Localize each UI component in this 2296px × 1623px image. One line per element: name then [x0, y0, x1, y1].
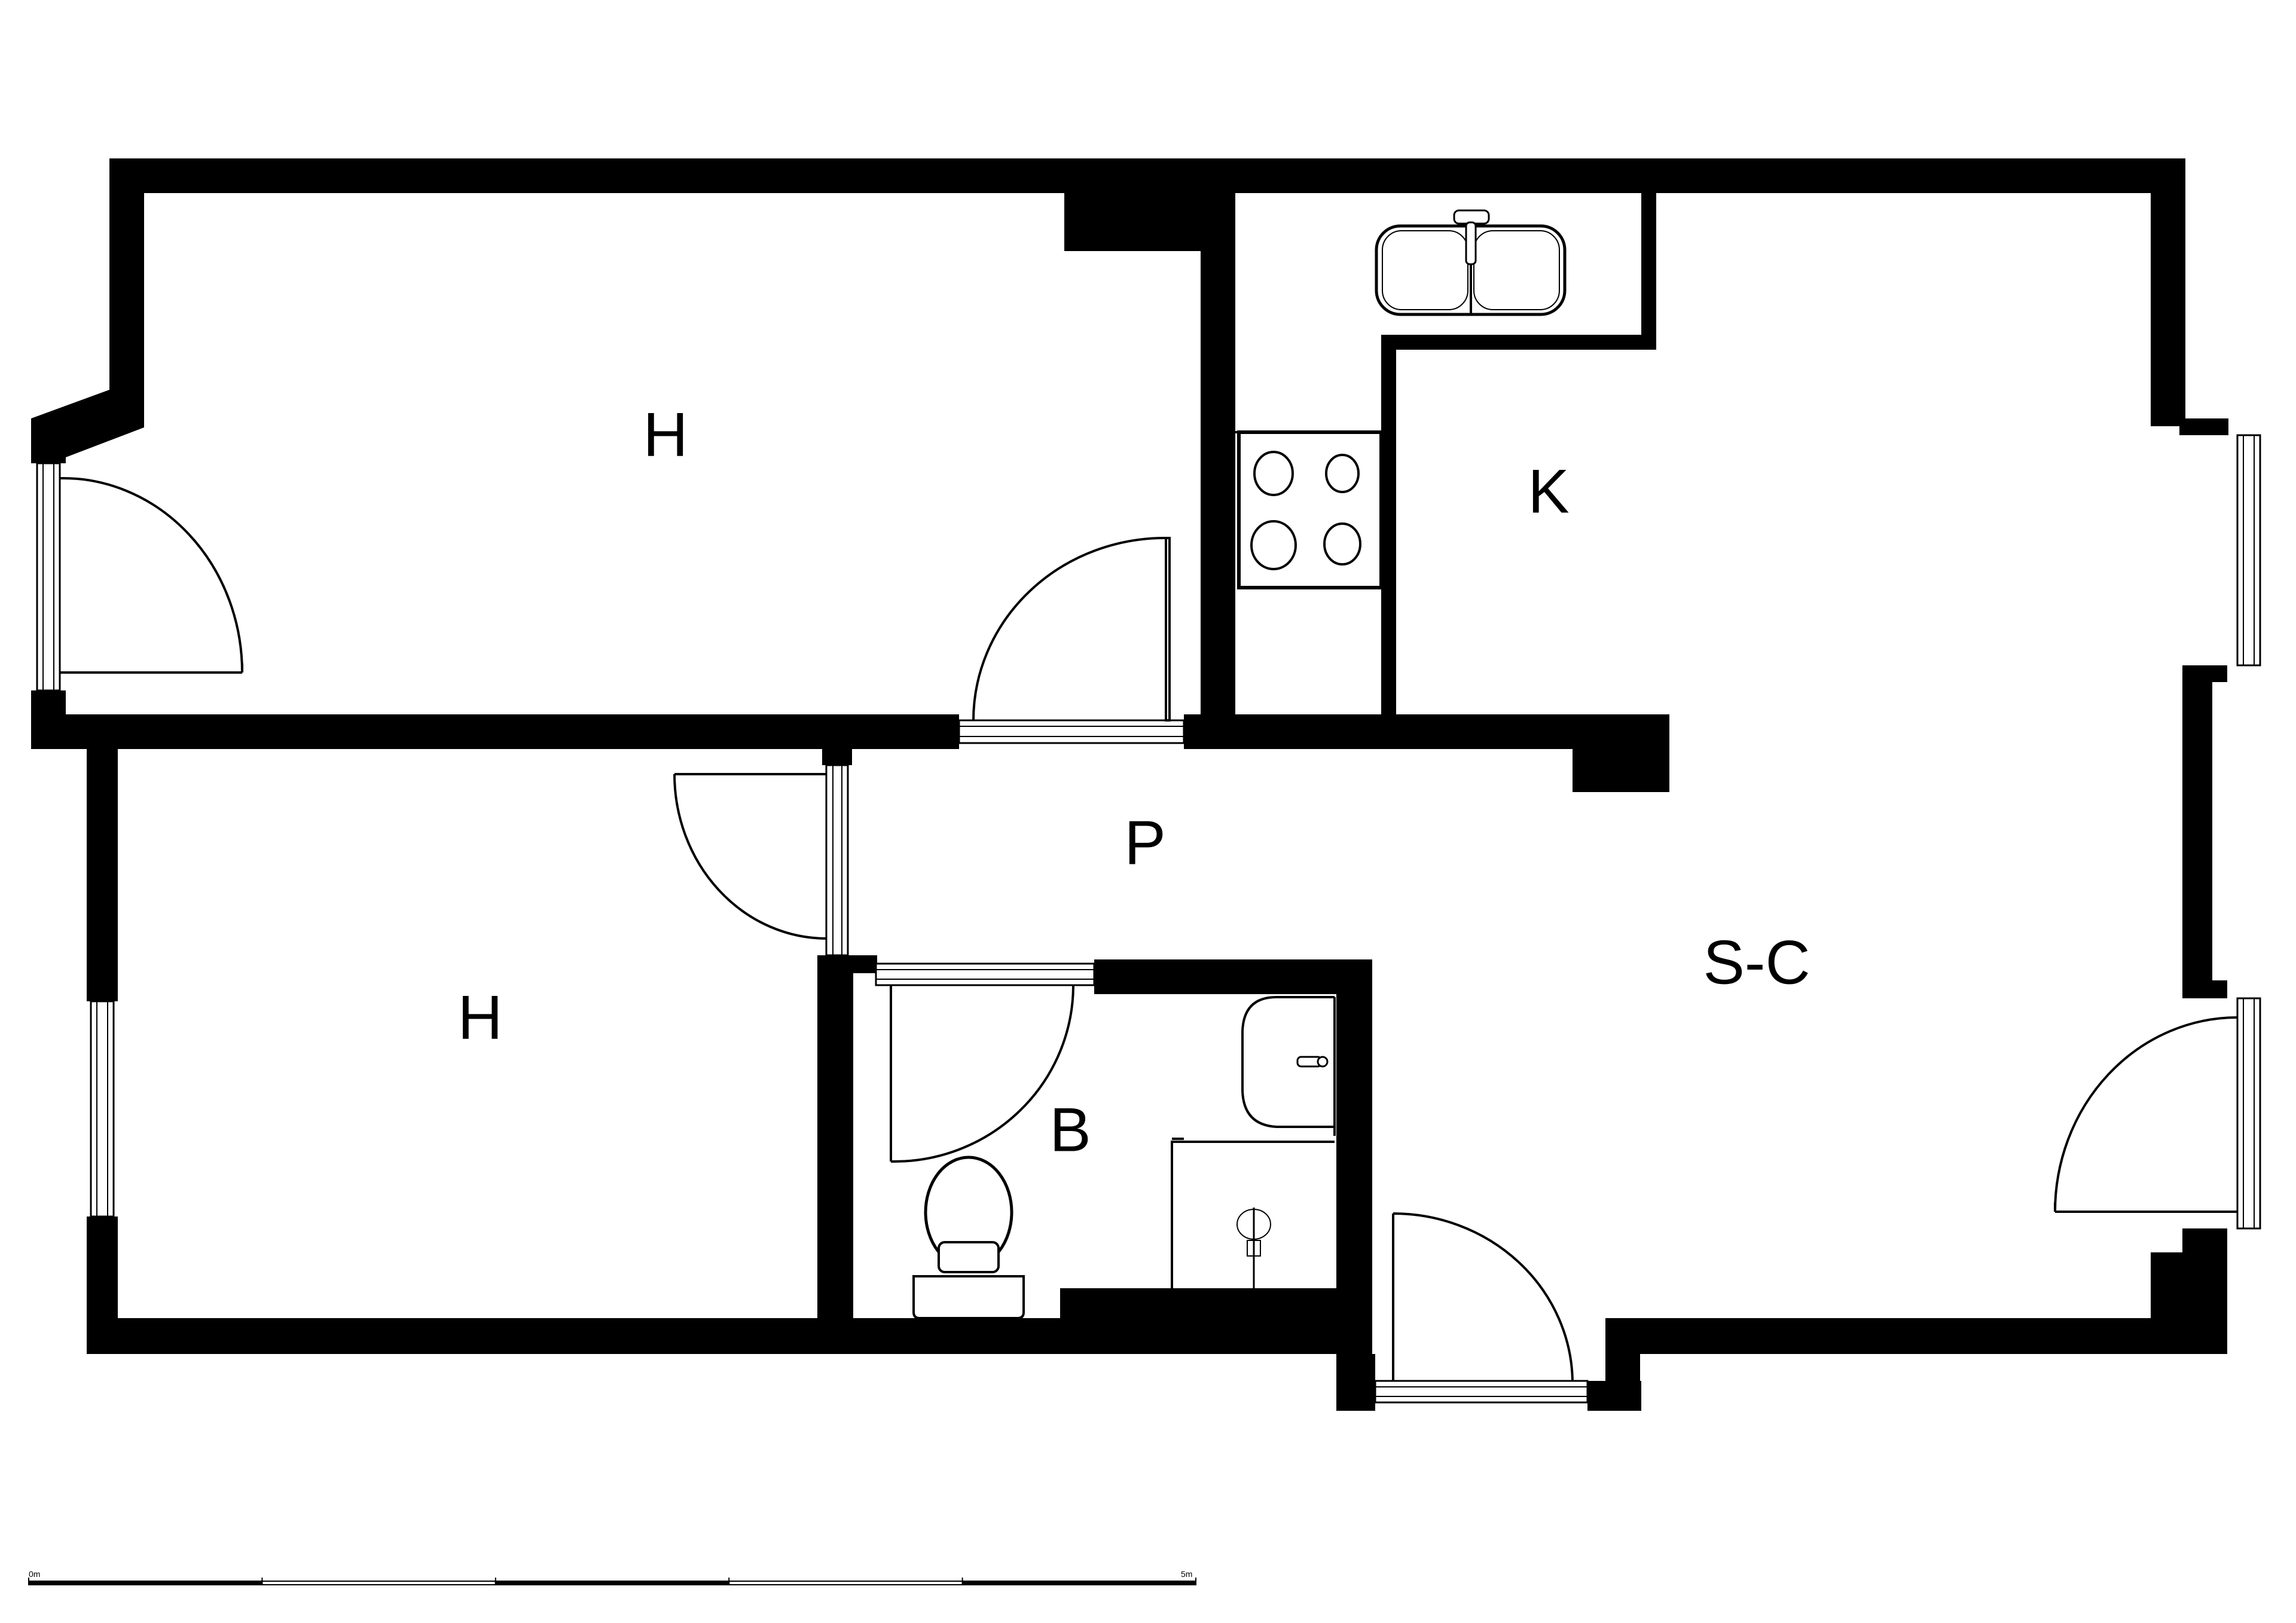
burner-4-icon — [1323, 522, 1361, 566]
door-bedroom-1-swing — [59, 476, 243, 673]
toilet-seat-base — [938, 1241, 1000, 1273]
room-label-kitchen: K — [1528, 457, 1569, 526]
wall-bath-left-jamb — [817, 955, 877, 973]
shower-tray-icon — [1171, 1141, 1335, 1288]
wall-right-pier-jamb — [2182, 980, 2227, 998]
wall-middle-left — [31, 714, 959, 749]
door-bathroom-threshold — [875, 962, 1095, 986]
door-bedroom-1-inner-leaf — [1165, 537, 1171, 722]
window-bedroom-2 — [90, 1000, 115, 1218]
window-bedroom-1 — [36, 462, 61, 692]
door-bedroom-2-jamb — [825, 764, 849, 956]
wall-left-jamb-top — [31, 418, 66, 463]
toilet-tank-icon — [912, 1275, 1025, 1319]
room-labels: H H K P B S-C — [457, 400, 1810, 1164]
wall-kitchen-top-end — [1641, 190, 1656, 350]
room-label-living-dining: S-C — [1703, 928, 1810, 997]
windows — [36, 434, 2261, 1230]
wall-kitchen-top-partition — [1381, 335, 1656, 350]
room-label-bedroom-1: H — [643, 400, 688, 469]
cooktop — [1237, 430, 1383, 589]
wall-left-jamb-bottom — [31, 690, 66, 749]
wall-bath-top — [1094, 959, 1372, 994]
burner-3-icon — [1250, 520, 1297, 570]
wall-bottom-left — [87, 1318, 1372, 1354]
scale-end-label: 5m — [1181, 1569, 1192, 1579]
burner-1-icon — [1253, 451, 1294, 496]
wall-hall-jamb — [822, 747, 852, 765]
wall-bottom-right — [1605, 1318, 2227, 1354]
wall-middle-pier — [1573, 714, 1669, 792]
room-label-bedroom-2: H — [457, 983, 502, 1052]
faucet-spout — [1465, 221, 1477, 265]
window-living-lower — [2236, 997, 2261, 1230]
wall-middle-right — [1184, 714, 1620, 749]
wall-door-jamb-right — [1184, 714, 1235, 749]
wall-right-upper — [2151, 158, 2185, 426]
door-entrance-threshold — [1374, 1380, 1589, 1404]
scale-start-label: 0m — [29, 1569, 40, 1579]
scale-segment — [28, 1581, 263, 1585]
wall-bath-bottom-step — [1060, 1288, 1371, 1318]
sink-inner-right — [1473, 230, 1560, 310]
wall-right-pier-inner — [2182, 677, 2185, 982]
room-label-hallway: P — [1124, 808, 1165, 878]
wall-right-pier — [2182, 665, 2212, 982]
window-living-upper — [2236, 434, 2261, 667]
door-bathroom-swing — [890, 985, 1074, 1163]
wall-bottom-right-jamb-2 — [1587, 1381, 1641, 1411]
wall-left-lower-upper — [87, 747, 118, 1001]
wall-bath-left — [817, 955, 853, 1354]
wall-right-upper-jamb — [2179, 418, 2228, 435]
wall-bedroom-kitchen — [1201, 158, 1235, 749]
washbasin-icon — [1241, 996, 1335, 1128]
door-bedroom-1-threshold — [958, 719, 1185, 744]
wall-kitchen-partition — [1381, 335, 1396, 717]
scale-segment — [728, 1581, 963, 1585]
door-entrance-swing — [1393, 1212, 1574, 1381]
sink-inner-left — [1382, 230, 1468, 310]
room-label-bathroom: B — [1049, 1095, 1091, 1164]
scale-segment — [261, 1581, 496, 1585]
walls — [31, 158, 2228, 1411]
wall-bedroom-corner-pier — [1064, 158, 1235, 251]
kitchen-fixtures — [1235, 209, 1567, 589]
burner-2-icon — [1325, 454, 1360, 493]
scale-segment — [961, 1581, 1196, 1585]
scale-segments — [28, 1578, 1196, 1585]
doors — [59, 476, 2238, 1404]
scale-bar: 0m 5m — [28, 1569, 1196, 1585]
door-bedroom-2-swing — [673, 774, 827, 940]
washbasin-drain — [1317, 1056, 1329, 1068]
door-living-swing — [2054, 1016, 2238, 1212]
bathroom-fixtures — [912, 996, 1336, 1319]
wall-left-lower-lower — [87, 1217, 118, 1354]
wall-left-upper — [109, 158, 144, 427]
scale-segment — [494, 1581, 730, 1585]
door-bedroom-1-inner-swing — [972, 536, 1167, 721]
